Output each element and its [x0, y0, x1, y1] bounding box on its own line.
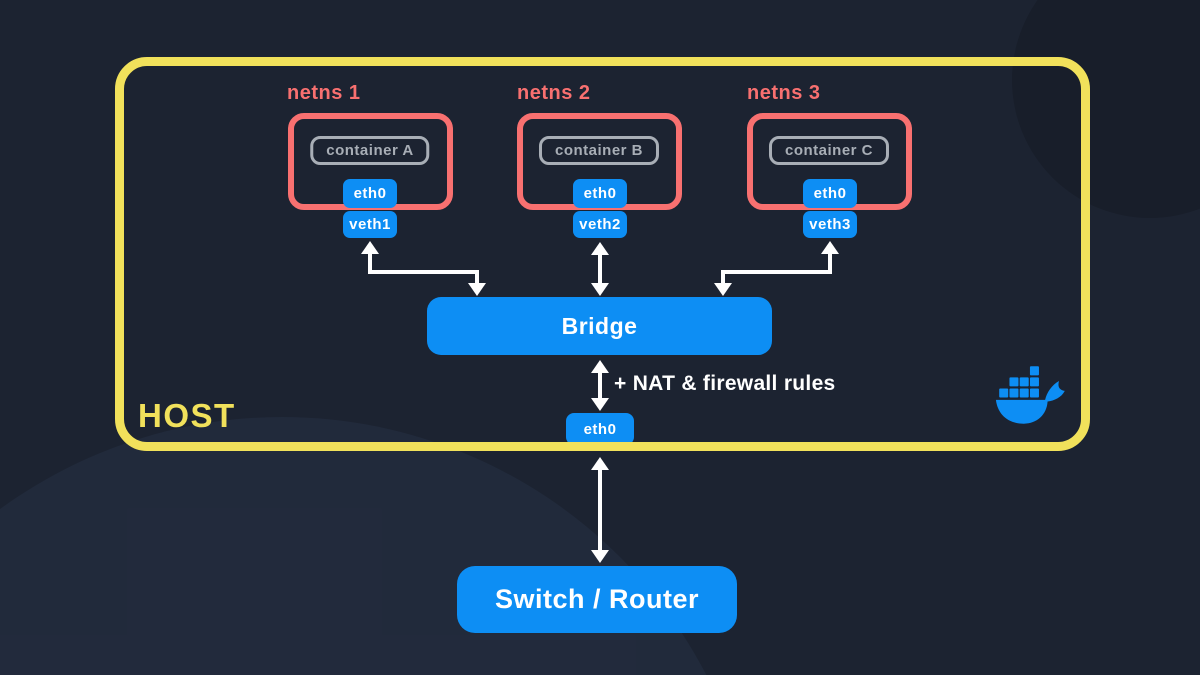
arrowhead: [591, 283, 609, 296]
host-label: HOST: [138, 397, 236, 434]
container-block-icon: [999, 388, 1009, 398]
netns2-label: netns 2: [517, 82, 591, 104]
arrow-heads: [361, 241, 839, 563]
arrowhead: [591, 398, 609, 411]
arrowhead: [821, 241, 839, 254]
switch-router-box: Switch / Router: [457, 566, 737, 633]
container-block-icon: [1029, 388, 1039, 398]
container-block-icon: [1019, 377, 1029, 387]
netns3-label: netns 3: [747, 82, 821, 104]
container-block-icon: [1009, 388, 1019, 398]
container-b-chip: container B: [538, 136, 660, 165]
arrowhead: [714, 283, 732, 296]
docker-whale-icon: [995, 366, 1065, 424]
netns3-eth0-badge: eth0: [803, 179, 857, 208]
container-block-icon: [1019, 388, 1029, 398]
container-block-icon: [1029, 366, 1039, 376]
container-a-chip: container A: [310, 136, 430, 165]
arrowhead: [591, 550, 609, 563]
arrowhead: [468, 283, 486, 296]
arrowhead: [361, 241, 379, 254]
netns1-veth1-badge: veth1: [343, 211, 397, 238]
container-c-chip: container C: [768, 136, 890, 165]
arrowhead: [591, 457, 609, 470]
arrow-veth1-bridge: [368, 252, 479, 284]
arrow-shafts: [368, 252, 832, 551]
netns3-veth3-badge: veth3: [803, 211, 857, 238]
host-eth0-badge: eth0: [566, 413, 634, 445]
container-block-icon: [1009, 377, 1019, 387]
arrowhead: [591, 360, 609, 373]
whale-body: [995, 381, 1065, 424]
netns1-label: netns 1: [287, 82, 361, 104]
bridge-box: Bridge: [427, 297, 772, 355]
container-block-icon: [1029, 377, 1039, 387]
nat-firewall-note: + NAT & firewall rules: [614, 372, 836, 395]
netns2-eth0-badge: eth0: [573, 179, 627, 208]
arrow-veth3-bridge: [721, 252, 832, 284]
arrowhead: [591, 242, 609, 255]
netns2-veth2-badge: veth2: [573, 211, 627, 238]
netns1-eth0-badge: eth0: [343, 179, 397, 208]
